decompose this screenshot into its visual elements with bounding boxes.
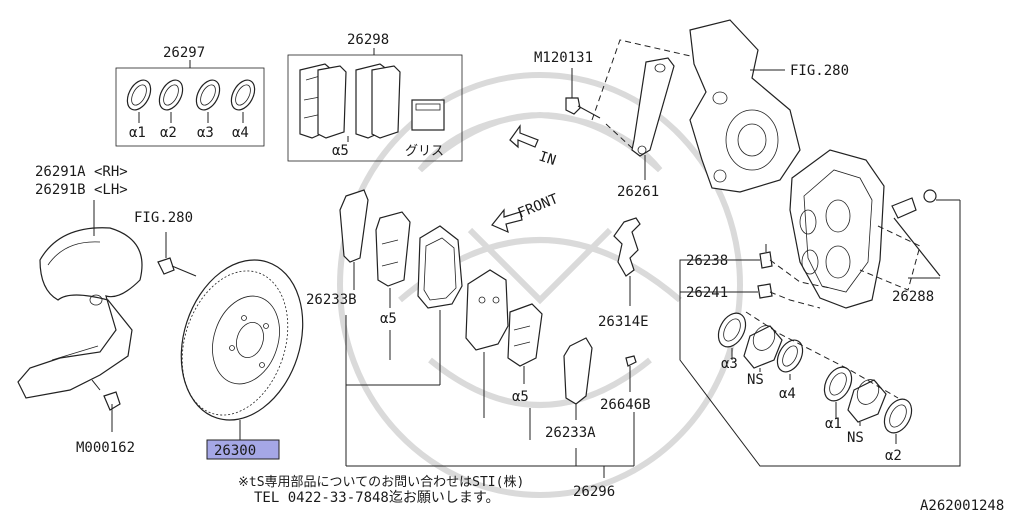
- label-26288[interactable]: 26288: [892, 289, 934, 305]
- label-26238[interactable]: 26238: [686, 253, 728, 269]
- label-alpha2-right: α2: [885, 448, 902, 464]
- label-26314e[interactable]: 26314E: [598, 314, 649, 330]
- label-alpha3-right: α3: [721, 356, 738, 372]
- label-alpha5-left: α5: [380, 311, 397, 327]
- label-alpha5-mid: α5: [512, 389, 529, 405]
- label-26300[interactable]: 26300: [214, 443, 256, 459]
- label-alpha4-box: α4: [232, 125, 249, 141]
- kit-26296-leader: [345, 310, 635, 478]
- seal-alpha3-right[interactable]: [713, 308, 751, 352]
- seal-ring-a3: [195, 79, 221, 123]
- label-alpha4-right: α4: [779, 386, 796, 402]
- in-arrow-icon: [509, 124, 539, 149]
- pin-26288[interactable]: [891, 189, 941, 279]
- note-line-2: TEL 0422-33-7848迄お願いします。: [254, 490, 499, 506]
- diagram-id: A262001248: [920, 498, 1004, 512]
- label-in-arrow: IN: [537, 149, 558, 169]
- hub-bolt[interactable]: [157, 232, 197, 277]
- shim-alpha5-left[interactable]: [375, 211, 411, 308]
- seal-kit-26297[interactable]: [115, 60, 265, 147]
- label-26261[interactable]: 26261: [617, 184, 659, 200]
- brake-caliper[interactable]: [789, 149, 885, 309]
- seal-ring-a2: [158, 79, 184, 123]
- shim-kit-26298[interactable]: [287, 48, 463, 162]
- shim-plate-4: [371, 65, 401, 139]
- seal-alpha4-right[interactable]: [772, 336, 807, 380]
- label-26291b[interactable]: 26291B <LH>: [35, 182, 128, 198]
- bolt-m120131[interactable]: [565, 68, 601, 119]
- label-alpha3-box: α3: [197, 125, 214, 141]
- label-26233b[interactable]: 26233B: [306, 292, 357, 308]
- label-grease: グリス: [405, 144, 444, 159]
- bleeder-screw-26238[interactable]: [748, 244, 773, 269]
- pad-clip-26314e[interactable]: [613, 217, 641, 306]
- label-26298[interactable]: 26298: [347, 32, 389, 48]
- steering-knuckle[interactable]: [689, 19, 801, 193]
- caliper-kit-leader: [679, 259, 899, 467]
- seal-alpha1-right[interactable]: [819, 362, 857, 412]
- caliper-bracket-26261[interactable]: [631, 57, 675, 180]
- piston-ns-2[interactable]: [847, 376, 887, 426]
- seal-ring-a4: [230, 79, 256, 123]
- note-line-1: ※tS専用部品についてのお問い合わせはSTI(株): [238, 475, 524, 490]
- brake-rotor-26300[interactable]: [161, 244, 322, 440]
- label-alpha2-box: α2: [160, 125, 177, 141]
- label-ns-1: NS: [747, 372, 764, 388]
- label-alpha5-box: α5: [332, 143, 349, 159]
- front-arrow-icon: [491, 208, 523, 234]
- seal-alpha2-right[interactable]: [879, 394, 917, 444]
- highlight-26300: [206, 439, 280, 460]
- label-26646b[interactable]: 26646B: [600, 397, 651, 413]
- bleeder-cap-26241[interactable]: [748, 283, 773, 299]
- shim-plate-2: [317, 65, 347, 139]
- label-front-arrow: FRONT: [516, 191, 562, 222]
- pin-26646b[interactable]: [625, 355, 637, 392]
- label-m000162[interactable]: M000162: [76, 440, 135, 456]
- piston-ns-1[interactable]: [743, 322, 783, 370]
- bolt-m000162[interactable]: [91, 379, 121, 432]
- shim-alpha5-mid[interactable]: [507, 303, 543, 384]
- seal-ring-a1: [126, 79, 152, 123]
- label-alpha1-box: α1: [129, 125, 146, 141]
- dust-shield-26291[interactable]: [17, 200, 143, 399]
- label-ns-2: NS: [847, 430, 864, 446]
- label-26296[interactable]: 26296: [573, 484, 615, 500]
- grease-tube: [411, 99, 445, 131]
- shim-26233a[interactable]: [563, 337, 593, 420]
- label-alpha1-right: α1: [825, 416, 842, 432]
- label-m120131[interactable]: M120131: [534, 50, 593, 66]
- label-fig280-top[interactable]: FIG.280: [790, 63, 849, 79]
- shim-26233b[interactable]: [339, 189, 369, 290]
- label-26241[interactable]: 26241: [686, 285, 728, 301]
- label-fig280-left[interactable]: FIG.280: [134, 210, 193, 226]
- label-26233a[interactable]: 26233A: [545, 425, 596, 441]
- brake-pad-outer[interactable]: [465, 269, 509, 351]
- label-26291a[interactable]: 26291A <RH>: [35, 164, 128, 180]
- brake-pad-inner[interactable]: [417, 225, 463, 309]
- label-26297[interactable]: 26297: [163, 45, 205, 61]
